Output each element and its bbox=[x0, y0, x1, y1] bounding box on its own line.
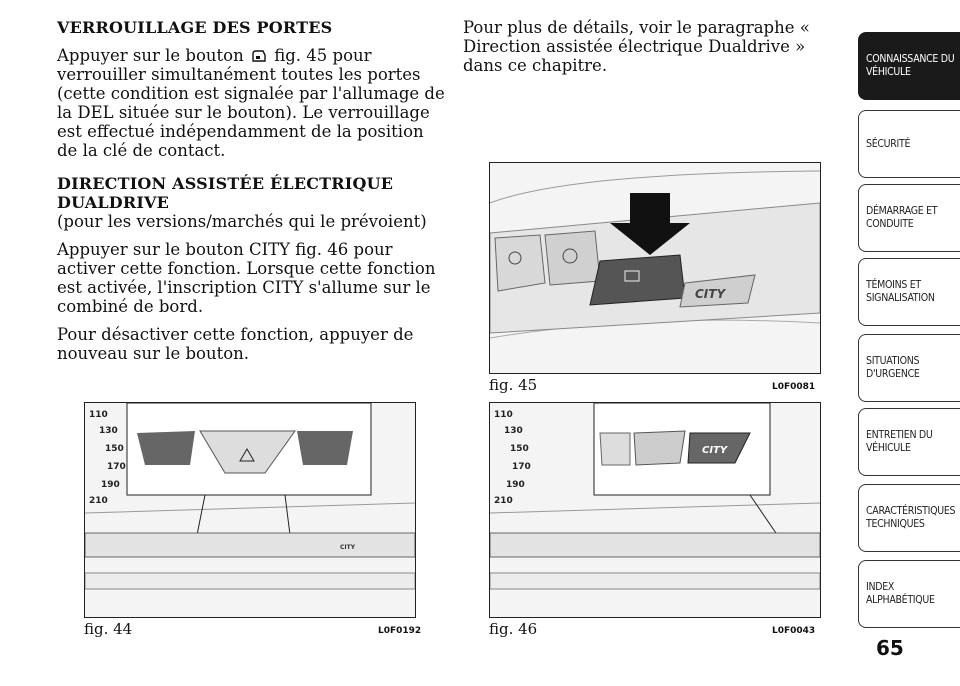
speed-label: 210 bbox=[89, 496, 108, 506]
tab-demarrage-et-conduite[interactable]: DÉMARRAGE ET CONDUITE bbox=[858, 184, 960, 252]
left-column: VERROUILLAGE DES PORTES Appuyer sur le b… bbox=[57, 18, 447, 372]
paragraph-more-details: Pour plus de détails, voir le paragraphe… bbox=[463, 18, 810, 75]
dashboard-buttons-illustration: CITY bbox=[490, 163, 820, 373]
tab-connaissance-du-vehicule[interactable]: CONNAISSANCE DU VÉHICULE bbox=[858, 32, 960, 100]
speed-label: 130 bbox=[99, 426, 118, 436]
city-label: CITY bbox=[702, 445, 729, 456]
figure-44-caption: fig. 44 bbox=[84, 620, 133, 638]
figure-45-caption: fig. 45 bbox=[489, 376, 538, 394]
figure-44-code: L0F0192 bbox=[378, 626, 422, 636]
city-label: CITY bbox=[340, 544, 356, 551]
speed-label: 190 bbox=[101, 480, 120, 490]
figure-44-image: CITY 110 130 150 170 190 210 bbox=[84, 402, 416, 618]
paragraph-door-locking: Appuyer sur le bouton fig. 45 pour verro… bbox=[57, 46, 447, 160]
speed-label: 170 bbox=[512, 462, 531, 472]
dashboard-fog-lights-illustration: CITY 110 130 150 170 190 210 bbox=[85, 403, 415, 617]
speed-label: 170 bbox=[107, 462, 126, 472]
figure-45-image: CITY bbox=[489, 162, 821, 374]
tab-temoins-et-signalisation[interactable]: TÉMOINS ET SIGNALISATION bbox=[858, 258, 960, 326]
figure-46-code: L0F0043 bbox=[772, 626, 816, 636]
speed-label: 130 bbox=[504, 426, 523, 436]
tab-caracteristiques-techniques[interactable]: CARACTÉRISTIQUES TECHNIQUES bbox=[858, 484, 960, 552]
paragraph-city-activate: Appuyer sur le bouton CITY fig. 46 pour … bbox=[57, 240, 436, 316]
city-label: CITY bbox=[695, 287, 726, 301]
speed-label: 150 bbox=[105, 444, 124, 454]
figure-46-caption: fig. 46 bbox=[489, 620, 538, 638]
tab-securite[interactable]: SÉCURITÉ bbox=[858, 110, 960, 178]
tab-entretien-du-vehicule[interactable]: ENTRETIEN DU VÉHICULE bbox=[858, 408, 960, 476]
dashboard-city-button-illustration: CITY 110 130 150 170 190 210 bbox=[490, 403, 820, 617]
text-part: fig. 45 pour verrouiller simultanément t… bbox=[57, 46, 445, 160]
speed-label: 110 bbox=[494, 410, 513, 420]
text-part: Appuyer sur le bouton bbox=[57, 46, 244, 65]
tab-situations-durgence[interactable]: SITUATIONS D'URGENCE bbox=[858, 334, 960, 402]
figure-45-code: L0F0081 bbox=[772, 382, 816, 392]
page-number: 65 bbox=[876, 636, 904, 660]
speed-label: 150 bbox=[510, 444, 529, 454]
paragraph-versions-note: (pour les versions/marchés qui le prévoi… bbox=[57, 212, 427, 231]
figure-46-image: CITY 110 130 150 170 190 210 bbox=[489, 402, 821, 618]
heading-power-steering: DIRECTION ASSISTÉE ÉLECTRIQUE DUALDRIVE bbox=[57, 174, 394, 212]
paragraph-city-deactivate: Pour désactiver cette fonction, appuyer … bbox=[57, 325, 414, 363]
tab-index-alphabetique[interactable]: INDEX ALPHABÉTIQUE bbox=[858, 560, 960, 628]
door-lock-icon bbox=[252, 50, 266, 62]
right-column: Pour plus de détails, voir le paragraphe… bbox=[463, 18, 823, 84]
heading-door-locking: VERROUILLAGE DES PORTES bbox=[57, 18, 333, 37]
speed-label: 210 bbox=[494, 496, 513, 506]
speed-label: 190 bbox=[506, 480, 525, 490]
speed-label: 110 bbox=[89, 410, 108, 420]
